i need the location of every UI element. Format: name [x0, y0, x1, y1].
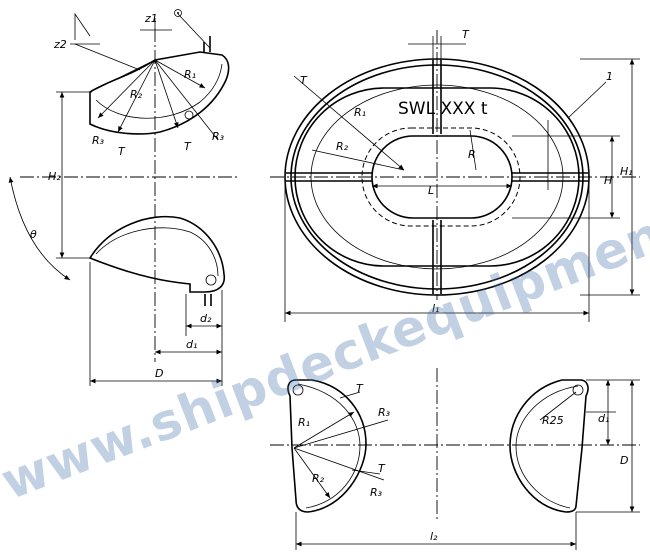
label-r1-side: R₁: [184, 68, 196, 81]
label-theta: θ: [30, 228, 37, 241]
label-d2: d₂: [200, 312, 212, 325]
lower-lip-outline: [88, 215, 226, 293]
label-t1-bottom: T: [356, 382, 364, 395]
watermark-text: www.shipdeckequipments.com: [0, 135, 650, 511]
label-r3a-side: R₃: [92, 134, 105, 147]
swl-marking: SWL XXX t: [398, 99, 488, 119]
bottom-right-lip: [509, 379, 589, 513]
label-t-top-left: T: [300, 74, 308, 87]
label-t2-side: T: [184, 140, 192, 153]
top-view: T SWL XXX t 1 R₁ R₂ R L T H H₁ l₁: [270, 28, 640, 322]
label-d1-side: d₁: [186, 338, 197, 351]
side-view: z1 z2 R₁ R₂ R₃ R₃ T T H₂ θ d₂ d₁ D: [8, 9, 238, 386]
inner-rounded-ring: [294, 87, 580, 267]
label-l: L: [428, 184, 434, 197]
upper-lip-outline: [89, 51, 230, 135]
label-l2: l₂: [430, 530, 438, 543]
label-r-top: R: [468, 148, 476, 161]
label-r3b-bottom: R₃: [370, 486, 383, 499]
label-h: H: [604, 174, 612, 187]
label-r3b-side: R₃: [212, 130, 225, 143]
label-r3a-bottom: R₃: [378, 406, 391, 419]
opening-outline: [371, 135, 513, 219]
callout-1: 1: [606, 70, 613, 83]
bottom-left-lip: [287, 379, 367, 513]
lower-lip-inner: [95, 227, 219, 277]
bottom-view: T R₃ R₁ R₂ T R₃ R25 d₁ D l₂: [270, 368, 640, 550]
label-h2: H₂: [48, 170, 61, 183]
label-d-bottom: D: [620, 454, 628, 467]
label-z1: z1: [144, 12, 158, 25]
label-t2-bottom: T: [378, 462, 386, 475]
label-z2: z2: [53, 38, 67, 51]
label-t1-side: T: [118, 145, 126, 158]
label-t-top: T: [462, 28, 470, 41]
upper-drain-hole: [184, 110, 194, 120]
label-d-side: D: [155, 367, 163, 380]
label-r2-top: R₂: [336, 140, 349, 153]
label-r2-bottom: R₂: [312, 472, 325, 485]
label-r2-side: R₂: [130, 88, 143, 101]
lower-drain-hole: [205, 274, 217, 286]
label-r1-bottom: R₁: [298, 416, 310, 429]
outer-ellipse: [284, 58, 590, 296]
label-r1-top: R₁: [354, 106, 366, 119]
label-r25: R25: [542, 414, 564, 427]
label-l1: l₁: [432, 302, 439, 315]
label-d1-bottom: d₁: [598, 412, 609, 425]
label-h1: H₁: [620, 165, 633, 178]
